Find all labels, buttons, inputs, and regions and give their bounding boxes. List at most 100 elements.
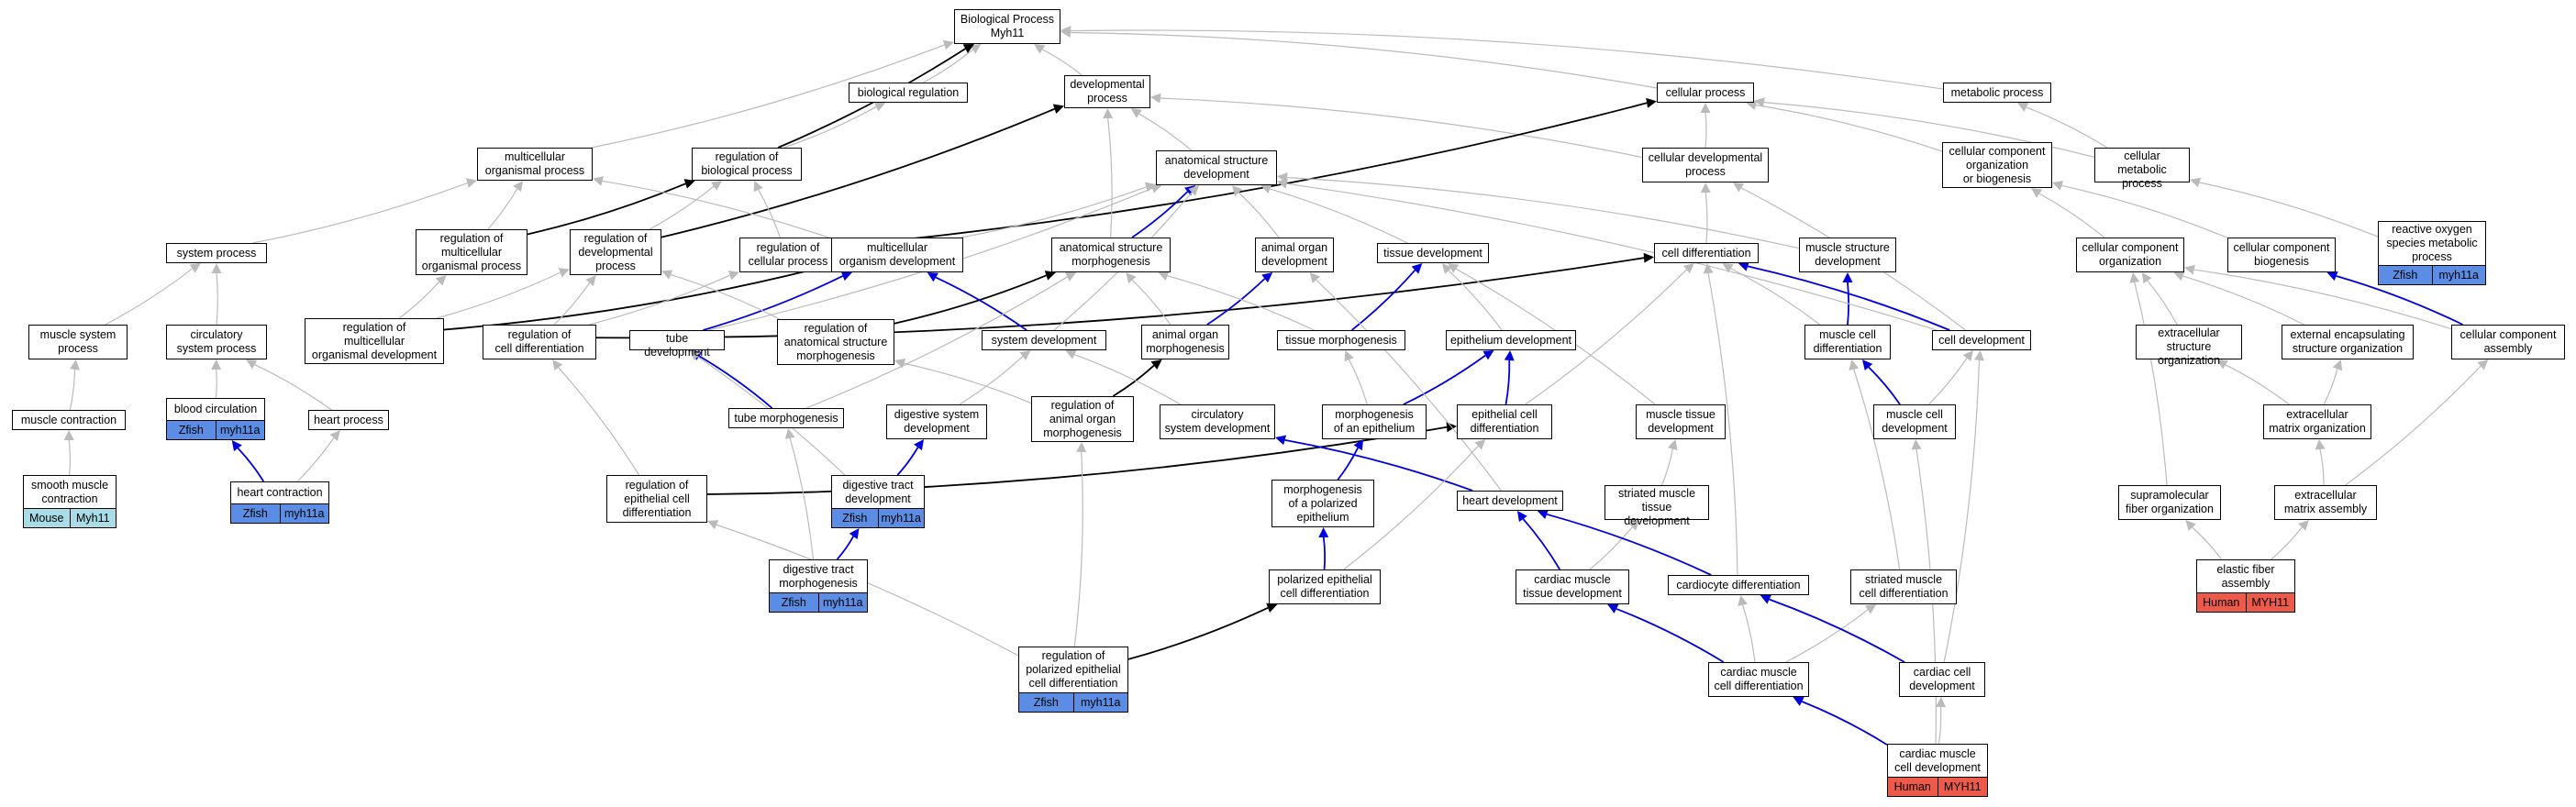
edge-line — [1616, 608, 1725, 663]
go-term-node[interactable]: Biological Process Myh11 — [954, 9, 1060, 44]
go-term-label: digestive tract development — [842, 478, 914, 505]
edge-arrowhead — [894, 359, 906, 369]
go-term-node[interactable]: anatomical structure development — [1156, 150, 1277, 185]
go-term-node[interactable]: cell development — [1932, 330, 2031, 350]
go-term-node[interactable]: regulation of cellular process — [739, 238, 837, 272]
go-term-node[interactable]: cellular component biogenesis — [2227, 238, 2336, 272]
go-term-node[interactable]: regulation of epithelial cell differenti… — [606, 475, 707, 523]
go-term-node[interactable]: regulation of animal organ morphogenesis — [1031, 396, 1134, 442]
go-term-node[interactable]: anatomical structure morphogenesis — [1051, 238, 1171, 272]
edge-line — [2345, 365, 2482, 486]
go-term-node[interactable]: extracellular matrix organization — [2263, 404, 2371, 439]
go-term-node[interactable]: tube morphogenesis — [728, 408, 844, 428]
go-term-node[interactable]: biological regulation — [849, 83, 968, 103]
go-term-node[interactable]: muscle tissue development — [1636, 404, 1726, 439]
go-term-node[interactable]: cellular metabolic process — [2094, 148, 2190, 190]
go-term-node[interactable]: tissue morphogenesis — [1277, 330, 1405, 350]
go-term-node[interactable]: cellular component organization — [2076, 238, 2184, 272]
edge-arrowhead — [2030, 188, 2043, 198]
go-term-node[interactable]: extracellular matrix assembly — [2274, 485, 2377, 520]
go-term-node[interactable]: polarized epithelial cell differentiatio… — [1269, 569, 1381, 604]
edge-arrowhead — [1504, 350, 1515, 361]
go-term-node[interactable]: cellular component assembly — [2451, 325, 2565, 359]
go-term-node[interactable]: striated muscle tissue development — [1604, 485, 1709, 527]
go-term-node[interactable]: cell differentiation — [1654, 243, 1759, 263]
go-term-node[interactable]: regulation of biological process — [692, 148, 802, 181]
go-term-node[interactable]: circulatory system development — [1160, 404, 1275, 439]
go-term-node[interactable]: cellular process — [1657, 83, 1754, 103]
go-term-node[interactable]: morphogenesis of a polarized epithelium — [1271, 480, 1374, 527]
go-term-label: muscle system process — [39, 328, 117, 355]
go-term-label: muscle cell development — [1882, 408, 1948, 435]
go-term-node[interactable]: cellular component organization or bioge… — [1942, 142, 2052, 188]
edge-line — [1928, 358, 1968, 405]
go-term-node[interactable]: regulation of developmental process — [570, 229, 661, 275]
go-term-label: epithelial cell differentiation — [1470, 408, 1539, 435]
go-term-node[interactable]: multicellular organismal process — [477, 148, 593, 181]
go-term-node[interactable]: cardiac muscle cell differentiation — [1708, 662, 1809, 697]
edge-arrowhead — [593, 176, 605, 186]
go-term-label: tissue morphogenesis — [1285, 333, 1397, 347]
edge-line — [1070, 29, 1944, 90]
go-term-node[interactable]: extracellular structure organization — [2136, 325, 2242, 367]
go-term-node[interactable]: muscle cell differentiation — [1804, 325, 1891, 359]
edge-line — [1704, 192, 1708, 244]
go-term-node[interactable]: muscle cell development — [1873, 404, 1956, 439]
go-term-node[interactable]: regulation of anatomical structure morph… — [777, 319, 894, 365]
go-term-node[interactable]: regulation of multicellular organismal d… — [305, 318, 444, 364]
go-term-node[interactable]: animal organ morphogenesis — [1141, 325, 1229, 359]
go-term-node[interactable]: cardiac cell development — [1899, 662, 1985, 697]
go-term-node[interactable]: regulation of polarized epithelial cell … — [1018, 647, 1128, 713]
go-term-node[interactable]: regulation of multicellular organismal p… — [416, 229, 527, 275]
go-term-label: regulation of anatomical structure morph… — [783, 321, 888, 362]
go-term-node[interactable]: morphogenesis of an epithelium — [1322, 404, 1427, 439]
go-term-node[interactable]: muscle structure development — [1799, 238, 1896, 272]
go-term-node[interactable]: muscle contraction — [12, 410, 126, 430]
go-term-node[interactable]: system development — [982, 330, 1106, 350]
go-term-node[interactable]: cellular developmental process — [1642, 148, 1769, 182]
go-term-node[interactable]: striated muscle cell differentiation — [1850, 569, 1957, 604]
edge-arrowhead — [1962, 350, 1973, 361]
go-term-node[interactable]: regulation of cell differentiation — [483, 325, 596, 359]
go-term-label: anatomical structure development — [1164, 154, 1269, 181]
go-term-node[interactable]: cardiocyte differentiation — [1668, 575, 1809, 595]
go-term-label: regulation of multicellular organismal d… — [311, 320, 438, 361]
go-term-node[interactable]: heart process — [308, 410, 389, 430]
edge-line — [904, 362, 1032, 404]
go-term-node[interactable]: animal organ development — [1255, 238, 1334, 272]
go-term-node[interactable]: heart development — [1457, 491, 1563, 511]
go-term-node[interactable]: tissue development — [1377, 243, 1489, 263]
go-term-node[interactable]: reactive oxygen species metabolic proces… — [2378, 221, 2486, 285]
go-term-node[interactable]: epithelial cell differentiation — [1457, 404, 1552, 439]
edge-line — [1167, 275, 1315, 331]
go-term-label: heart development — [1462, 493, 1558, 507]
edge-arrowhead — [1441, 263, 1453, 274]
go-term-node[interactable]: system process — [166, 243, 267, 263]
go-term-node[interactable]: metabolic process — [1943, 83, 2051, 103]
go-term-node[interactable]: multicellular organism development — [831, 238, 963, 272]
go-term-node[interactable]: tube development — [629, 330, 725, 359]
go-term-label: tissue development — [1383, 246, 1482, 260]
go-term-node[interactable]: cardiac muscle tissue development — [1516, 569, 1629, 604]
go-term-node[interactable]: developmental process — [1064, 75, 1150, 108]
edge-line — [1505, 359, 1511, 405]
go-term-node[interactable]: muscle system process — [28, 325, 128, 359]
go-term-label: cellular component assembly — [2459, 328, 2557, 355]
edge-line — [589, 274, 730, 326]
edge-arrowhead — [1842, 272, 1853, 282]
go-term-node[interactable]: circulatory system process — [166, 325, 267, 359]
go-term-node[interactable]: supramolecular fiber organization — [2118, 485, 2221, 520]
edge-arrowhead — [970, 44, 982, 54]
go-term-node[interactable]: epithelium development — [1446, 330, 1576, 350]
go-term-node[interactable]: digestive system development — [886, 404, 987, 439]
go-term-node[interactable]: external encapsulating structure organiz… — [2282, 325, 2414, 359]
go-term-label: system process — [176, 246, 257, 260]
